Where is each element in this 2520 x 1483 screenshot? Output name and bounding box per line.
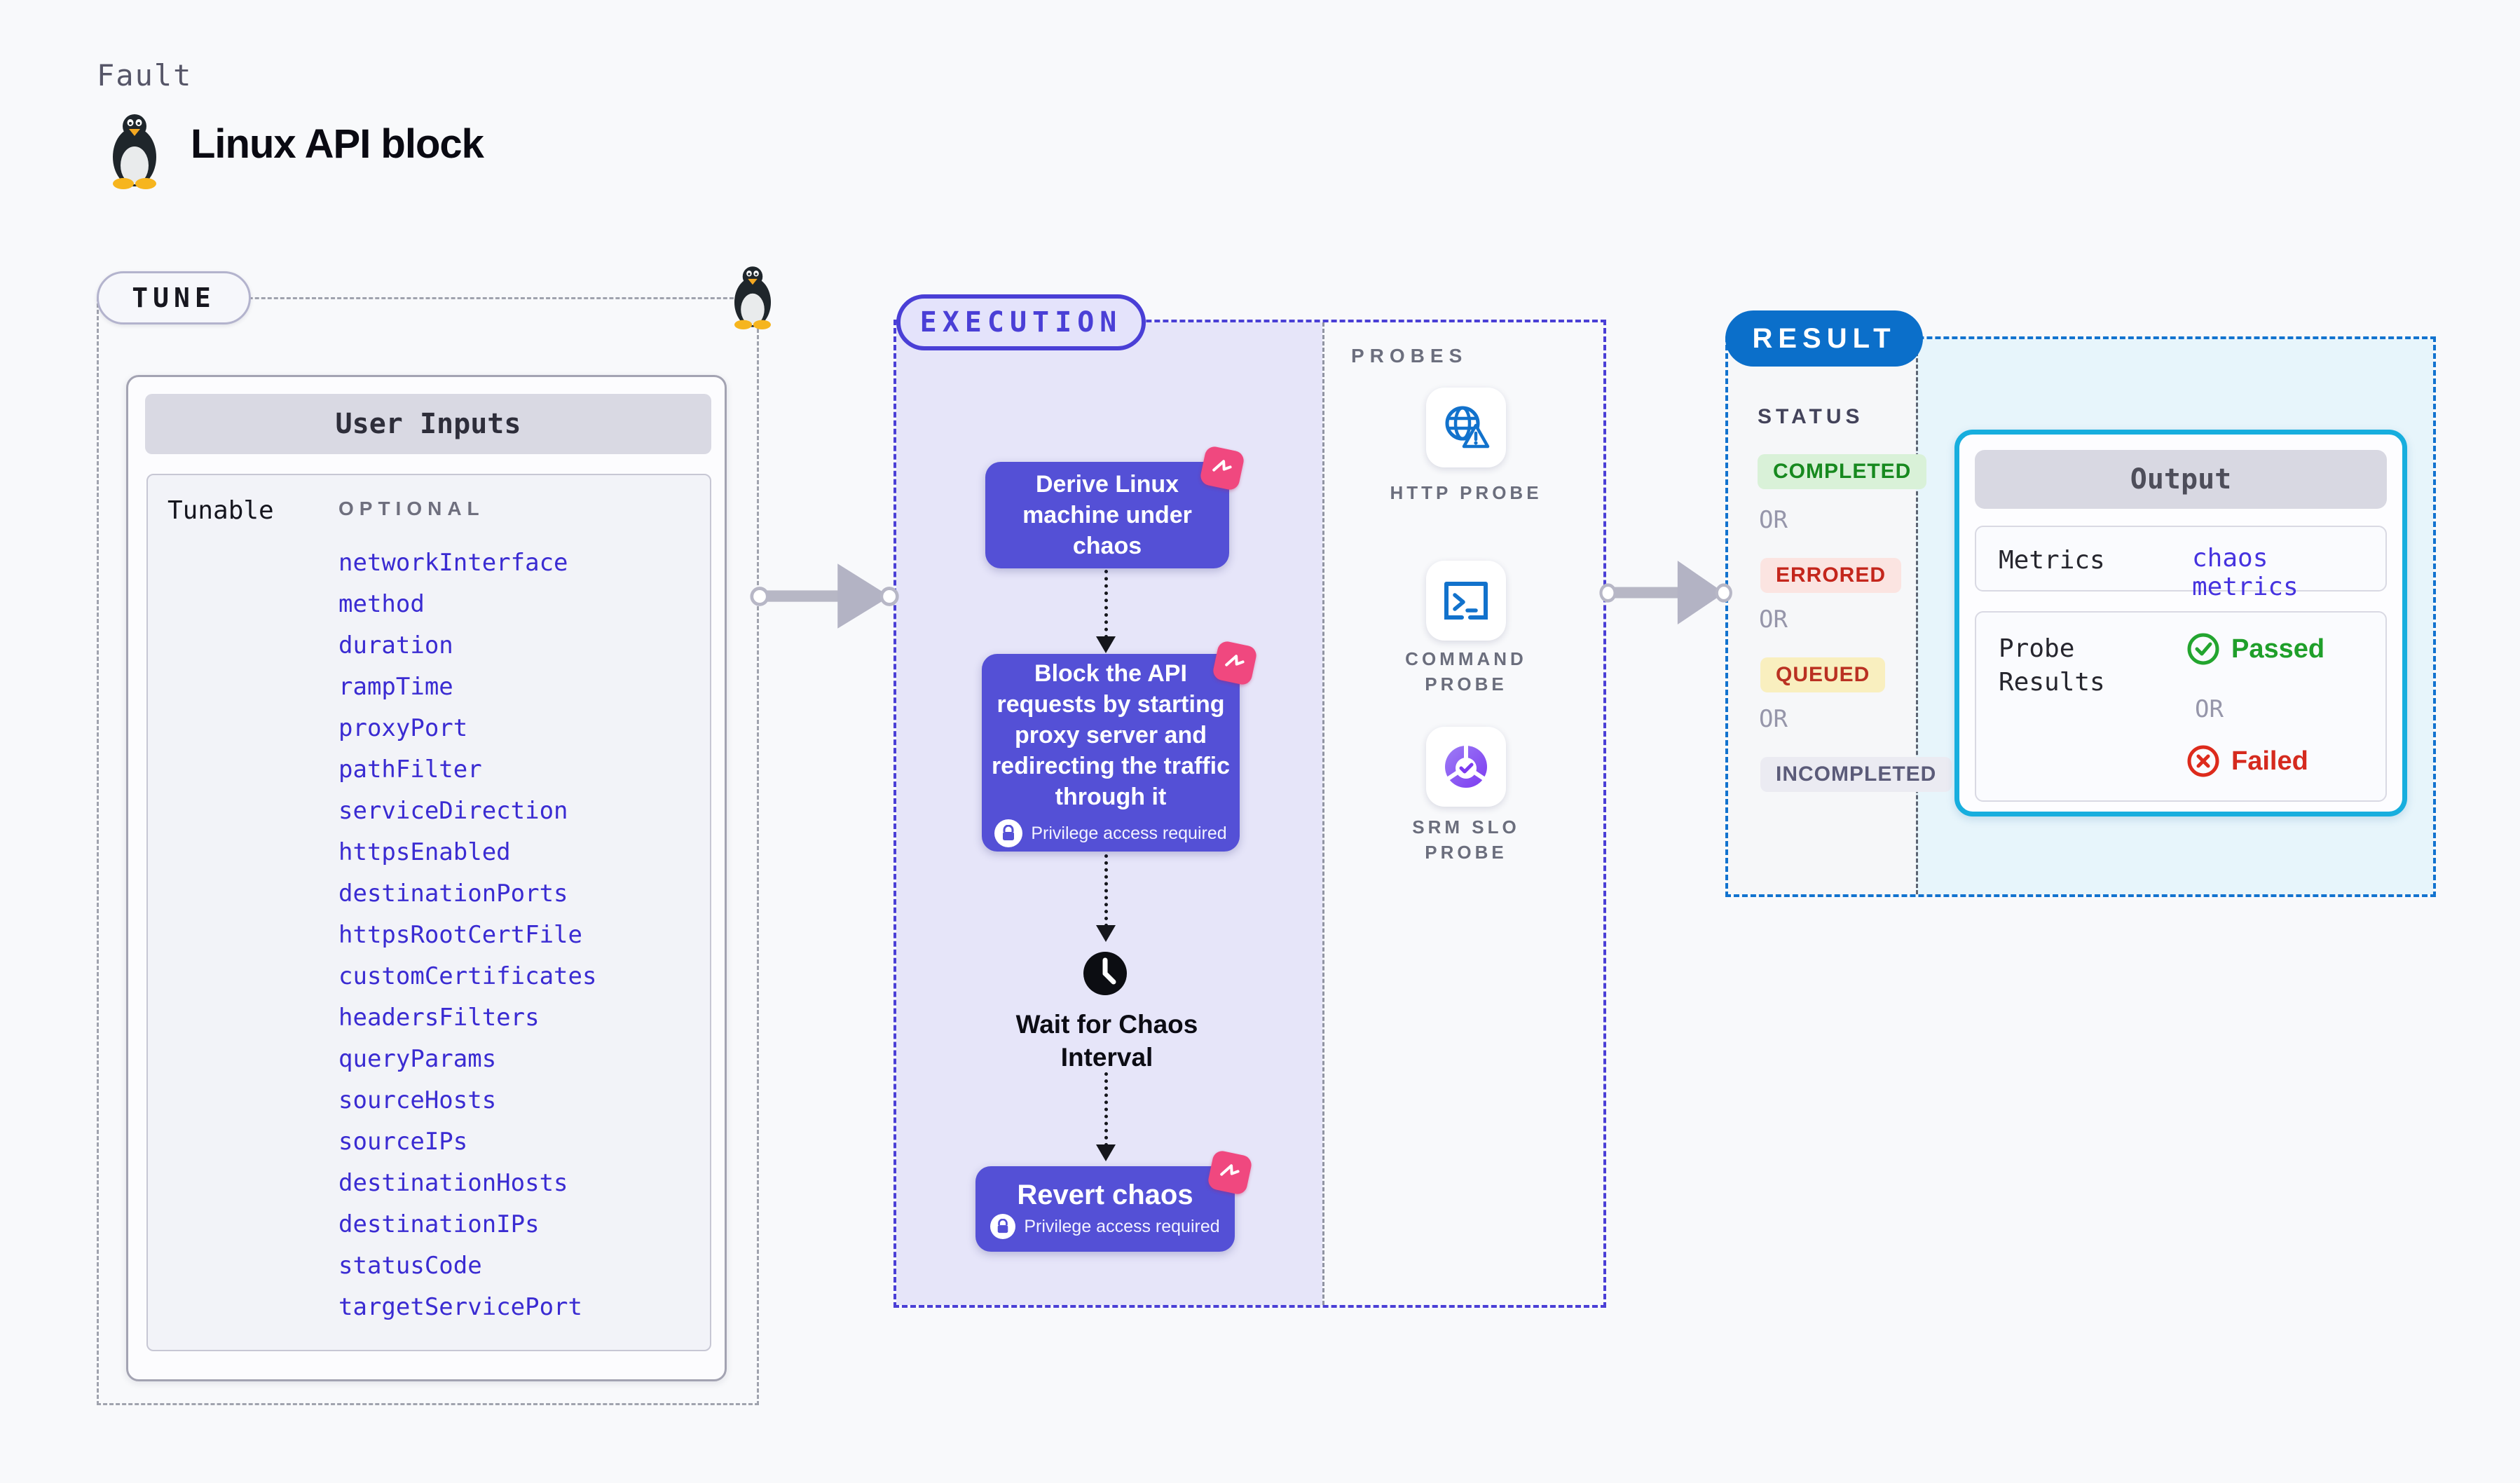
status-badge-completed: COMPLETED bbox=[1758, 454, 1927, 489]
tune-section bbox=[97, 297, 759, 1405]
probe-card-command bbox=[1426, 561, 1506, 641]
user-inputs-card: User Inputs Tunable OPTIONAL networkInte… bbox=[126, 375, 727, 1381]
chaos-icon bbox=[1206, 1149, 1254, 1196]
param-item: proxyPort bbox=[338, 714, 468, 742]
param-item: method bbox=[338, 590, 425, 618]
tunable-label: Tunable bbox=[167, 496, 274, 525]
passed-check-icon bbox=[2187, 633, 2219, 665]
or-separator: OR bbox=[1759, 705, 1788, 733]
lock-icon bbox=[990, 1214, 1016, 1239]
user-inputs-header: User Inputs bbox=[145, 394, 711, 454]
connector-arrowhead bbox=[1096, 1144, 1116, 1161]
failed-label: Failed bbox=[2231, 746, 2308, 776]
param-item: httpsEnabled bbox=[338, 838, 511, 866]
output-header: Output bbox=[1975, 450, 2387, 509]
or-separator: OR bbox=[1759, 506, 1788, 534]
optional-label: OPTIONAL bbox=[338, 498, 485, 519]
param-list: networkInterface method duration rampTim… bbox=[338, 542, 596, 1328]
result-divider bbox=[1916, 339, 1918, 894]
fault-kicker: Fault bbox=[97, 58, 193, 93]
connector-line bbox=[1104, 1072, 1108, 1147]
step-derive-label: Derive Linux machine under chaos bbox=[1022, 471, 1192, 559]
param-item: statusCode bbox=[338, 1252, 482, 1280]
param-item: networkInterface bbox=[338, 549, 568, 577]
failed-x-icon bbox=[2187, 745, 2219, 777]
step-derive-machine: Derive Linux machine under chaos bbox=[985, 462, 1229, 568]
param-item: httpsRootCertFile bbox=[338, 921, 582, 949]
param-item: targetServicePort bbox=[338, 1293, 582, 1321]
probes-label: PROBES bbox=[1351, 345, 1468, 367]
step-revert-chaos: Revert chaos Privilege access required bbox=[975, 1166, 1235, 1252]
param-item: rampTime bbox=[338, 673, 453, 701]
probe-card-http bbox=[1426, 388, 1506, 467]
metrics-label: Metrics bbox=[1999, 546, 2105, 575]
corner-tux-icon bbox=[734, 266, 772, 329]
tunable-panel: Tunable OPTIONAL networkInterface method… bbox=[146, 474, 711, 1351]
step-block-api: Block the API requests by starting proxy… bbox=[982, 654, 1240, 852]
param-item: destinationHosts bbox=[338, 1169, 568, 1197]
probe-label-http: HTTP PROBE bbox=[1390, 482, 1542, 503]
param-item: queryParams bbox=[338, 1045, 497, 1073]
status-badge-errored: ERRORED bbox=[1760, 558, 1902, 593]
or-separator: OR bbox=[2195, 695, 2224, 723]
probe-label-command: COMMAND PROBE bbox=[1405, 648, 1527, 695]
probe-results-row: Probe Results Passed OR Failed bbox=[1975, 611, 2387, 802]
probes-divider bbox=[1322, 322, 1324, 1305]
step-block-label: Block the API requests by starting proxy… bbox=[991, 660, 1231, 810]
status-column-background bbox=[1728, 339, 1916, 894]
passed-label: Passed bbox=[2231, 634, 2325, 664]
param-item: destinationPorts bbox=[338, 880, 568, 908]
probe-card-srm bbox=[1426, 727, 1506, 807]
param-item: duration bbox=[338, 631, 453, 660]
param-item: sourceHosts bbox=[338, 1086, 497, 1114]
param-item: serviceDirection bbox=[338, 797, 568, 825]
tune-badge: TUNE bbox=[97, 271, 251, 324]
param-item: pathFilter bbox=[338, 756, 482, 784]
privilege-badge: Privilege access required bbox=[994, 819, 1227, 847]
step-revert-label: Revert chaos bbox=[1017, 1180, 1193, 1210]
param-item: sourceIPs bbox=[338, 1128, 468, 1156]
status-badge-incompleted: INCOMPLETED bbox=[1760, 757, 1952, 792]
or-separator: OR bbox=[1759, 606, 1788, 634]
lock-icon bbox=[994, 819, 1023, 847]
wait-label: Wait for Chaos Interval bbox=[1015, 1010, 1198, 1072]
param-item: customCertificates bbox=[338, 962, 597, 990]
globe-warning-icon bbox=[1445, 406, 1490, 449]
page-title: Linux API block bbox=[191, 121, 484, 167]
metrics-value: chaos metrics bbox=[2192, 544, 2299, 601]
metrics-row: Metrics chaos metrics bbox=[1975, 526, 2387, 601]
chaos-icon bbox=[1198, 444, 1246, 492]
connector-line bbox=[1104, 854, 1108, 927]
probe-result-passed: Passed bbox=[2186, 632, 2324, 666]
param-item: headersFilters bbox=[338, 1004, 540, 1032]
connector-line bbox=[1104, 570, 1108, 638]
probe-label-srm: SRM SLO PROBE bbox=[1412, 816, 1520, 863]
privilege-badge: Privilege access required bbox=[990, 1214, 1220, 1239]
tux-icon bbox=[113, 114, 156, 189]
terminal-icon bbox=[1444, 582, 1488, 620]
connector-arrowhead bbox=[1096, 636, 1116, 653]
tune-to-execution-arrow bbox=[750, 563, 899, 629]
slo-donut-icon bbox=[1445, 744, 1487, 788]
result-badge: RESULT bbox=[1725, 310, 1923, 367]
probe-result-failed: Failed bbox=[2186, 744, 2308, 778]
privilege-label: Privilege access required bbox=[1031, 823, 1227, 843]
output-card: Output Metrics chaos metrics Probe Resul… bbox=[1954, 430, 2407, 816]
execution-to-result-arrow bbox=[1599, 561, 1732, 625]
probe-results-label: Probe Results bbox=[1999, 634, 2105, 697]
chaos-icon bbox=[1211, 639, 1259, 687]
status-badge-queued: QUEUED bbox=[1760, 657, 1886, 692]
param-item: destinationIPs bbox=[338, 1210, 540, 1238]
status-label: STATUS bbox=[1758, 405, 1864, 428]
clock-icon bbox=[1083, 952, 1127, 995]
privilege-label: Privilege access required bbox=[1024, 1216, 1220, 1236]
execution-badge: EXECUTION bbox=[896, 294, 1146, 350]
connector-arrowhead bbox=[1096, 925, 1116, 942]
